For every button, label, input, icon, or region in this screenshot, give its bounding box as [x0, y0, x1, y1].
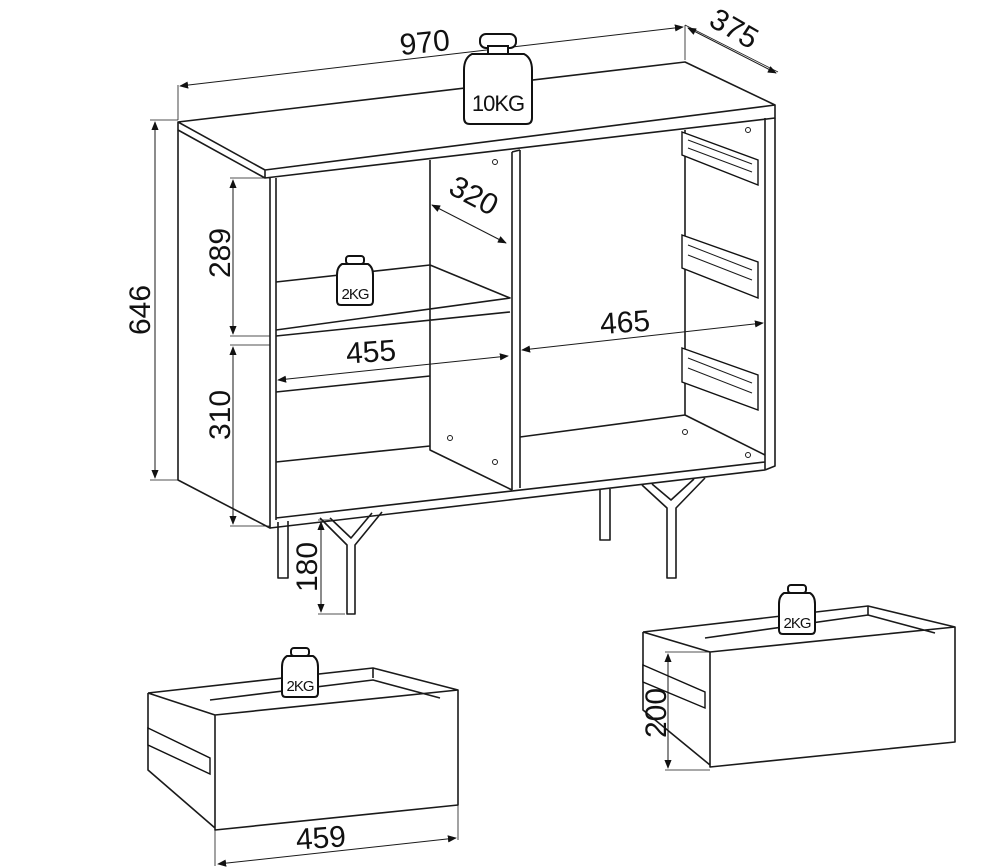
weight-icon-top: 10KG — [463, 33, 533, 125]
lower-compartment-height-label: 310 — [204, 390, 237, 440]
depth-label: 375 — [704, 2, 764, 56]
upper-compartment-height-label: 289 — [204, 228, 237, 278]
drawer-right — [642, 605, 956, 768]
legs — [277, 477, 706, 615]
svg-text:2KG: 2KG — [286, 678, 313, 695]
drawer-height-label: 200 — [640, 688, 673, 738]
height-label: 646 — [124, 285, 157, 335]
cabinet-left-front-edge — [269, 118, 776, 529]
dimension-lines — [150, 24, 779, 867]
cabinet-left-side — [177, 130, 271, 529]
svg-text:2KG: 2KG — [783, 615, 810, 632]
weight-icon-drawer-left: 2KG — [281, 647, 319, 698]
drawer-rails — [681, 130, 759, 412]
svg-text:2KG: 2KG — [341, 286, 368, 303]
width-label: 970 — [398, 24, 451, 62]
shelf-depth-label: 320 — [444, 170, 504, 223]
svg-text:10KG: 10KG — [472, 91, 524, 116]
left-compartment — [275, 160, 513, 491]
weight-icon-drawer-right: 2KG — [778, 584, 816, 635]
drawer-width-label: 459 — [295, 820, 347, 856]
middle-divider — [511, 149, 521, 490]
right-compartment — [519, 130, 766, 456]
leg-height-label: 180 — [291, 542, 324, 592]
weight-icon-shelf: 2KG — [336, 255, 374, 306]
right-compartment-width-label: 465 — [599, 305, 651, 341]
cabinet — [177, 61, 776, 529]
left-compartment-width-label: 455 — [345, 334, 397, 370]
